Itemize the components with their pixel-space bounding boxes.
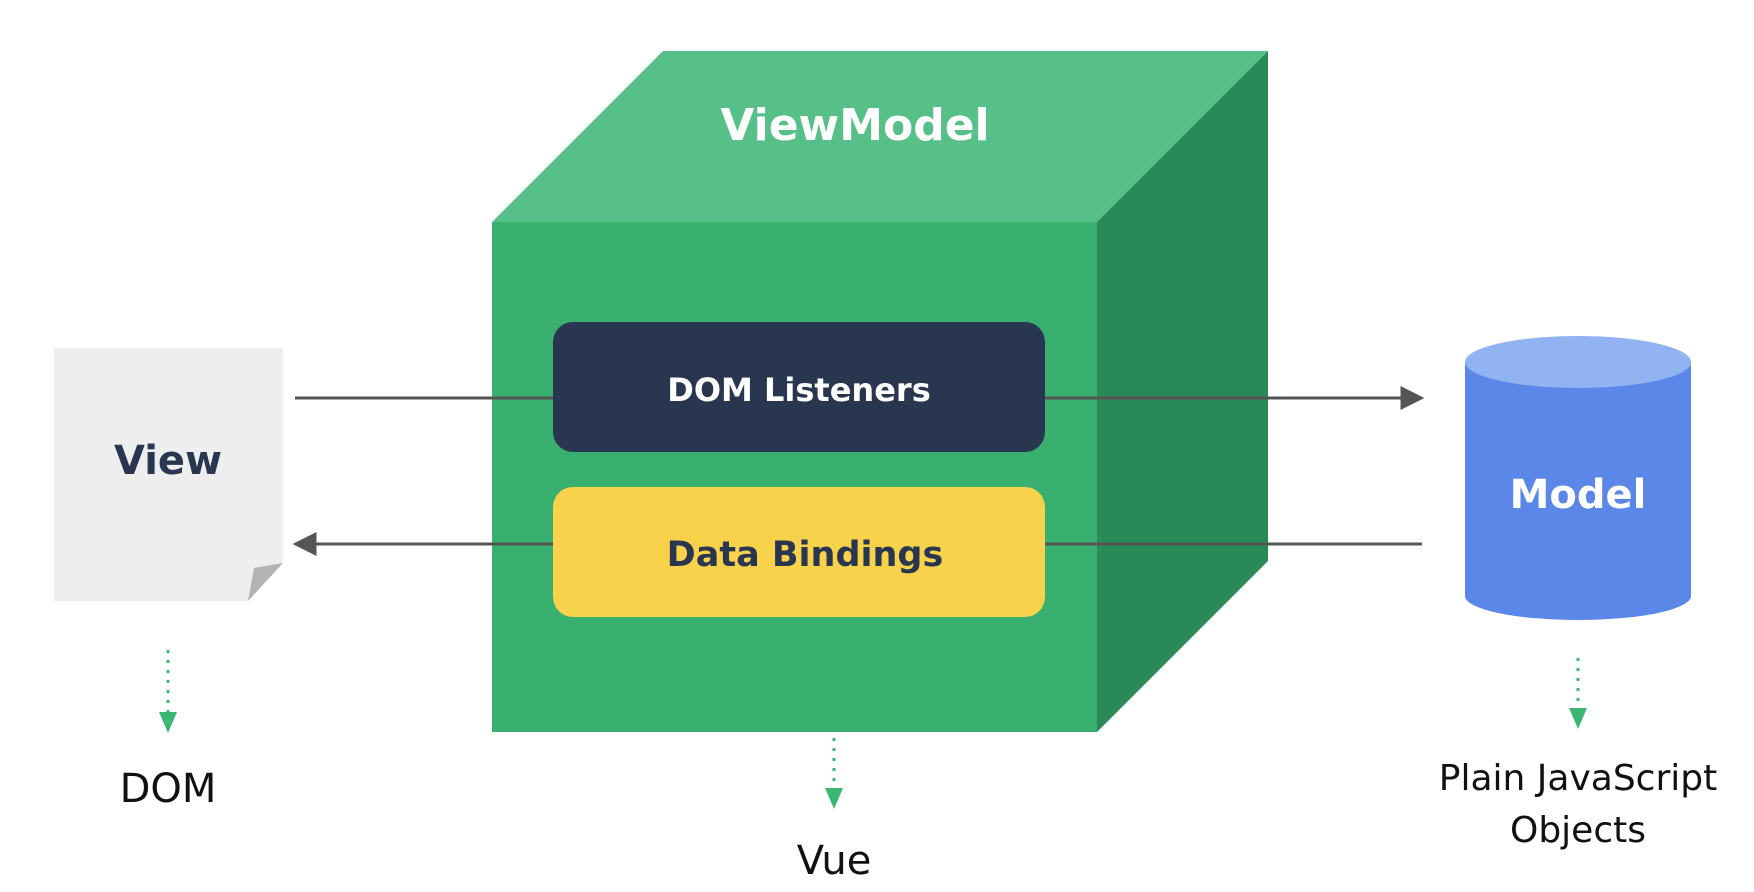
plain-objects-caption-line2: Objects bbox=[1510, 810, 1646, 851]
view-page-sheet bbox=[54, 348, 283, 601]
viewmodel-cube-front bbox=[492, 222, 1097, 732]
dom-caption: DOM bbox=[120, 766, 217, 812]
model-cylinder-body bbox=[1465, 362, 1691, 596]
plain-objects-caption-line1: Plain JavaScript bbox=[1439, 758, 1718, 799]
view-label: View bbox=[114, 438, 222, 484]
dom-listeners-box bbox=[553, 322, 1045, 452]
vue-caption: Vue bbox=[797, 838, 872, 884]
model-cylinder-top bbox=[1465, 336, 1691, 388]
viewmodel-vue-connector bbox=[825, 738, 843, 809]
model-objects-arrowhead bbox=[1569, 708, 1587, 729]
viewmodel-cube-top bbox=[492, 51, 1268, 222]
model-label: Model bbox=[1510, 472, 1647, 518]
view-page-fold bbox=[248, 563, 283, 601]
view-dom-connector bbox=[159, 650, 177, 733]
view-dom-arrowhead bbox=[159, 712, 177, 733]
model-cylinder-bottom bbox=[1465, 572, 1691, 620]
viewmodel-cube-side bbox=[1097, 51, 1268, 732]
viewmodel-title: ViewModel bbox=[720, 100, 989, 151]
data-bindings-box bbox=[553, 487, 1045, 617]
model-cylinder bbox=[1465, 336, 1691, 620]
data-bindings-label: Data Bindings bbox=[667, 535, 944, 575]
dom-listeners-label: DOM Listeners bbox=[667, 371, 930, 409]
viewmodel-vue-arrowhead bbox=[825, 788, 843, 809]
model-objects-connector bbox=[1569, 658, 1587, 729]
viewmodel-cube bbox=[492, 51, 1268, 732]
view-page bbox=[54, 348, 283, 601]
